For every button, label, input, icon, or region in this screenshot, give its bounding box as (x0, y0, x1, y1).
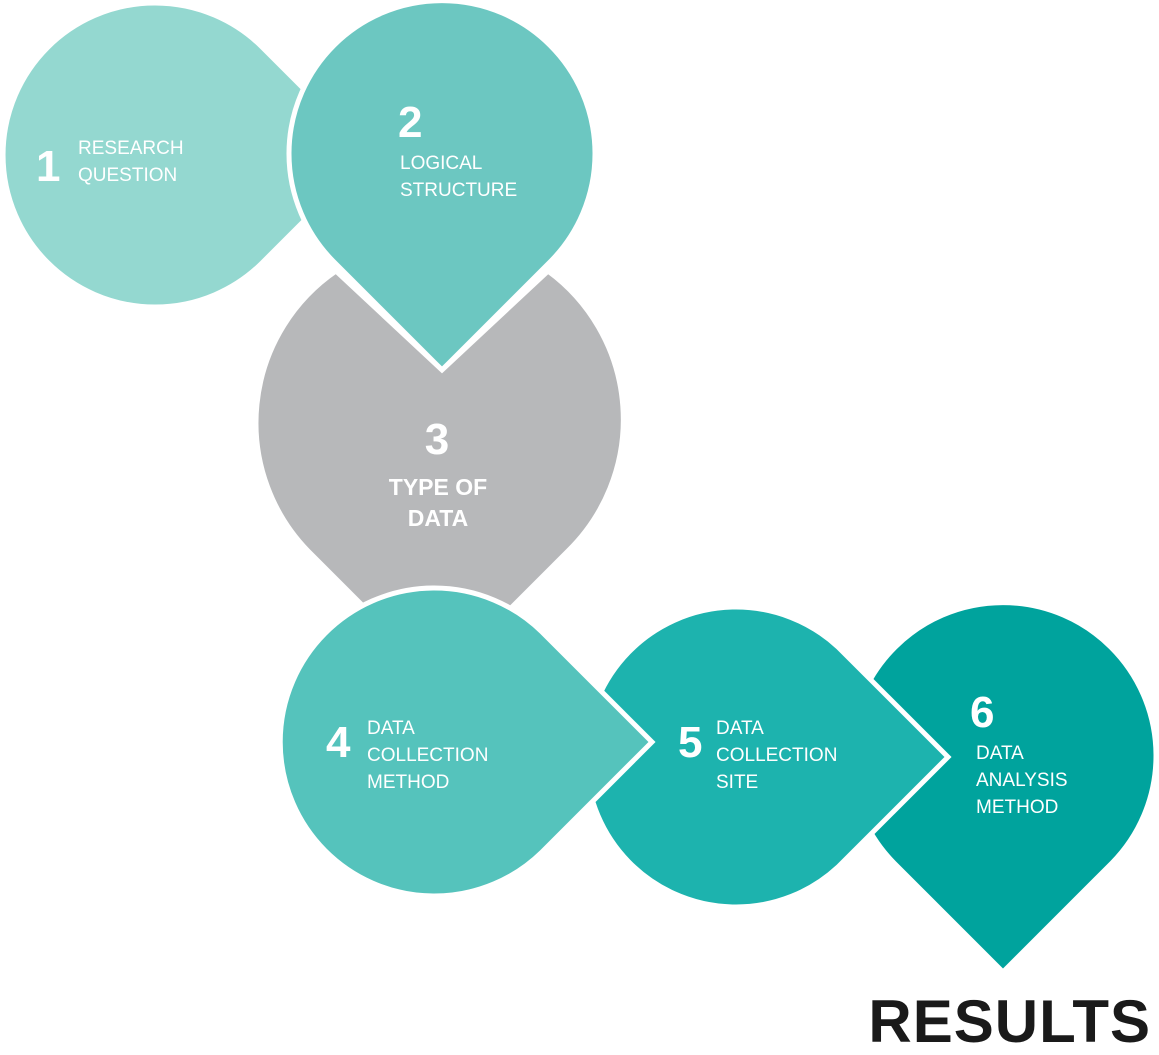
step-1-label-line-1: RESEARCH (78, 138, 184, 159)
step-3-number: 3 (425, 415, 449, 464)
step-5-label-line-1: DATA (716, 718, 764, 739)
step-3-shape (253, 267, 626, 685)
step-1-shape (0, 0, 374, 310)
step-2-shape (286, 0, 598, 374)
step-4-label-line-3: METHOD (367, 772, 449, 793)
step-4-label-line-2: COLLECTION (367, 745, 488, 766)
step-1-number: 1 (36, 142, 60, 191)
step-5-label-line-2: COLLECTION (716, 745, 837, 766)
step-4-label-line-1: DATA (367, 718, 415, 739)
step-1-label-line-2: QUESTION (78, 165, 177, 186)
step-3: 3 TYPE OF DATA (253, 267, 626, 685)
step-3-label-line-1: TYPE OF (389, 474, 487, 500)
step-2-number: 2 (398, 98, 422, 147)
step-5-number: 5 (678, 718, 702, 767)
step-6-label-line-1: DATA (976, 743, 1024, 764)
step-2-label-line-2: STRUCTURE (400, 180, 517, 201)
step-5-label-line-3: SITE (716, 772, 758, 793)
step-1: 1 RESEARCH QUESTION (0, 0, 374, 310)
results-label: RESULTS (868, 988, 1151, 1055)
step-4: 4 DATA COLLECTION METHOD (277, 585, 656, 899)
step-2: 2 LOGICAL STRUCTURE (286, 0, 598, 374)
step-6-label-line-3: METHOD (976, 797, 1058, 818)
step-4-shape (277, 585, 656, 899)
step-2-label-line-1: LOGICAL (400, 153, 482, 174)
step-4-number: 4 (326, 718, 351, 767)
step-3-label-line-2: DATA (408, 505, 468, 531)
step-5: 5 DATA COLLECTION SITE (583, 604, 952, 910)
step-6-number: 6 (970, 688, 994, 737)
step-6-label-line-2: ANALYSIS (976, 770, 1068, 791)
